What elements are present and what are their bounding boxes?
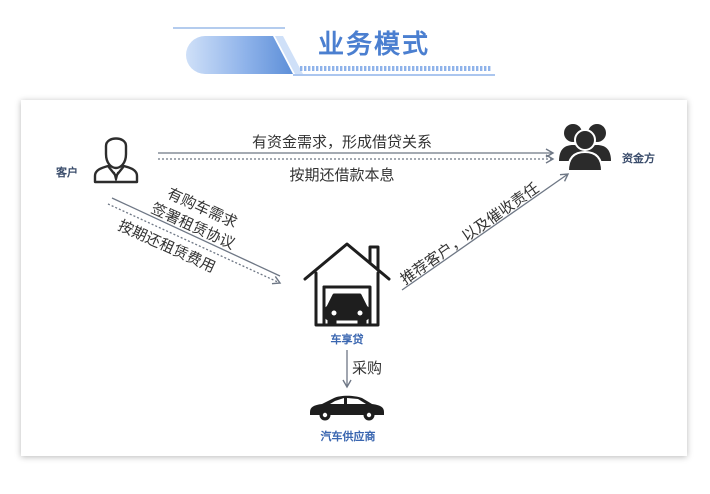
banner-dot bbox=[332, 66, 335, 71]
banner-dot bbox=[460, 66, 463, 71]
banner-dot bbox=[380, 66, 383, 71]
banner-dot bbox=[416, 66, 419, 71]
sedan-car-icon bbox=[310, 395, 384, 421]
banner-dot bbox=[356, 66, 359, 71]
banner-dot bbox=[468, 66, 471, 71]
banner-dotted-bar bbox=[300, 66, 491, 71]
banner-dot bbox=[480, 66, 483, 71]
banner-dot bbox=[396, 66, 399, 71]
banner-dot bbox=[420, 66, 423, 71]
banner-dot bbox=[404, 66, 407, 71]
flow-label-referral-collection: 推荐客户，以及催收责任 bbox=[397, 179, 542, 288]
banner-dot bbox=[472, 66, 475, 71]
page-title: 业务模式 bbox=[318, 30, 431, 60]
customer-label: 客户 bbox=[55, 165, 78, 179]
banner-dot bbox=[328, 66, 331, 71]
banner-dot bbox=[488, 66, 491, 71]
banner-dot bbox=[432, 66, 435, 71]
banner-dot bbox=[412, 66, 415, 71]
banner-dot bbox=[376, 66, 379, 71]
banner-dot bbox=[444, 66, 447, 71]
banner-dot bbox=[424, 66, 427, 71]
banner-dot bbox=[436, 66, 439, 71]
banner-dot bbox=[336, 66, 339, 71]
banner-dot bbox=[452, 66, 455, 71]
banner-dot bbox=[360, 66, 363, 71]
supplier-label: 汽车供应商 bbox=[321, 429, 376, 443]
arrow-customer-to-platform-dotted bbox=[107, 203, 282, 285]
banner-dot bbox=[456, 66, 459, 71]
banner-dot bbox=[320, 66, 323, 71]
garage-car-icon bbox=[303, 242, 391, 327]
title-banner bbox=[173, 27, 495, 76]
banner-dot bbox=[464, 66, 467, 71]
funder-label: 资金方 bbox=[622, 151, 655, 165]
banner-dot bbox=[408, 66, 411, 71]
banner-dot bbox=[364, 66, 367, 71]
banner-dot bbox=[448, 66, 451, 71]
arrow-customer-to-platform-solid bbox=[111, 197, 281, 277]
banner-dot bbox=[388, 66, 391, 71]
banner-dot bbox=[304, 66, 307, 71]
banner-dot bbox=[352, 66, 355, 71]
banner-dot bbox=[368, 66, 371, 71]
banner-dot bbox=[316, 66, 319, 71]
banner-dot bbox=[348, 66, 351, 71]
banner-dot bbox=[344, 66, 347, 71]
banner-dot bbox=[340, 66, 343, 71]
funder-group-icon bbox=[559, 124, 611, 172]
banner-dot bbox=[372, 66, 375, 71]
banner-dot bbox=[400, 66, 403, 71]
banner-dot bbox=[324, 66, 327, 71]
banner-dot bbox=[312, 66, 315, 71]
flow-label-procurement: 采购 bbox=[352, 359, 382, 377]
banner-stripe bbox=[275, 36, 303, 74]
banner-dot bbox=[308, 66, 311, 71]
banner-block bbox=[186, 36, 293, 74]
flow-label-loan-relation: 有资金需求，形成借贷关系 bbox=[252, 133, 432, 151]
banner-dot bbox=[392, 66, 395, 71]
platform-label: 车享贷 bbox=[331, 332, 364, 346]
banner-dot bbox=[484, 66, 487, 71]
banner-dot bbox=[428, 66, 431, 71]
arrow-platform-to-funder bbox=[401, 173, 570, 291]
flow-label-repayment: 按期还借款本息 bbox=[289, 166, 394, 184]
banner-dot bbox=[440, 66, 443, 71]
banner-dot bbox=[476, 66, 479, 71]
customer-person-icon bbox=[93, 137, 139, 184]
banner-dot bbox=[384, 66, 387, 71]
banner-dot bbox=[300, 66, 303, 71]
